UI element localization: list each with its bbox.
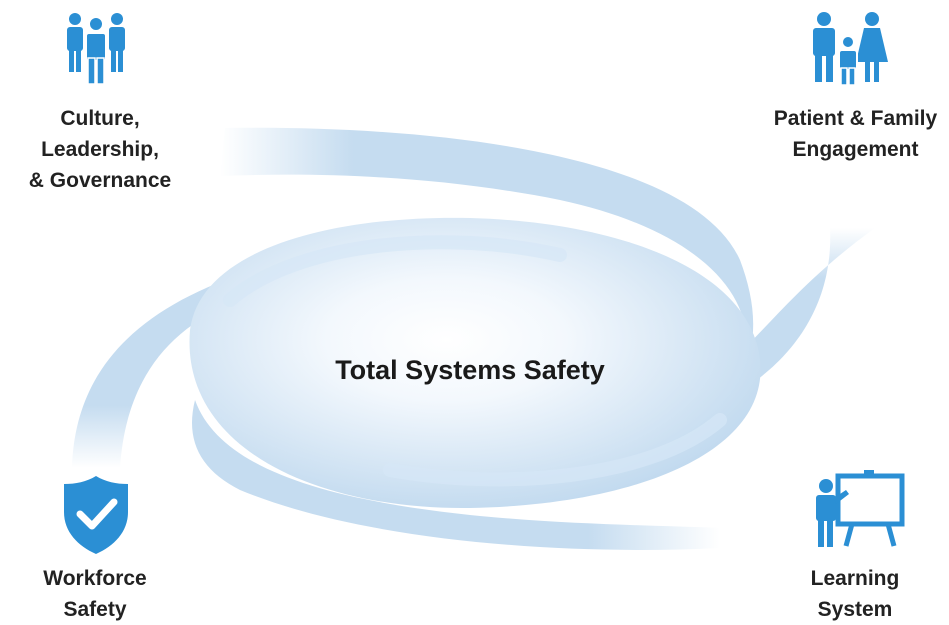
culture-label-line-3: & Governance (28, 169, 172, 192)
workforce-safety-label: Workforce Safety (20, 563, 170, 625)
workforce-label-line-1: Workforce (43, 567, 147, 590)
culture-leadership-governance-label: Culture, Leadership, & Governance (10, 103, 190, 196)
patient-label-line-2: Engagement (792, 138, 919, 161)
learning-label-line-1: Learning (810, 567, 900, 590)
learning-system-label: Learning System (780, 563, 930, 625)
swirl-arm-top (220, 127, 754, 380)
teacher-board-icon (816, 470, 905, 547)
group-of-people-icon (67, 13, 125, 85)
center-title: Total Systems Safety (335, 355, 605, 385)
family-icon (813, 12, 888, 86)
patient-label-line-1: Patient & Family (773, 107, 938, 130)
patient-family-engagement-label: Patient & Family Engagement (762, 103, 949, 165)
culture-label-line-2: Leadership, (41, 138, 159, 161)
shield-check-icon (64, 476, 128, 554)
swirl-arm-left (72, 260, 290, 468)
culture-label-line-1: Culture, (60, 107, 140, 130)
workforce-label-line-2: Safety (63, 598, 127, 621)
swirl-core (189, 217, 761, 509)
swirl-arm-right (640, 228, 875, 430)
swirl-inner-arc-2 (383, 413, 727, 487)
swirl-arm-bottom (192, 400, 720, 550)
learning-label-line-2: System (817, 598, 893, 621)
swirl-inner-arc-1 (223, 235, 567, 307)
